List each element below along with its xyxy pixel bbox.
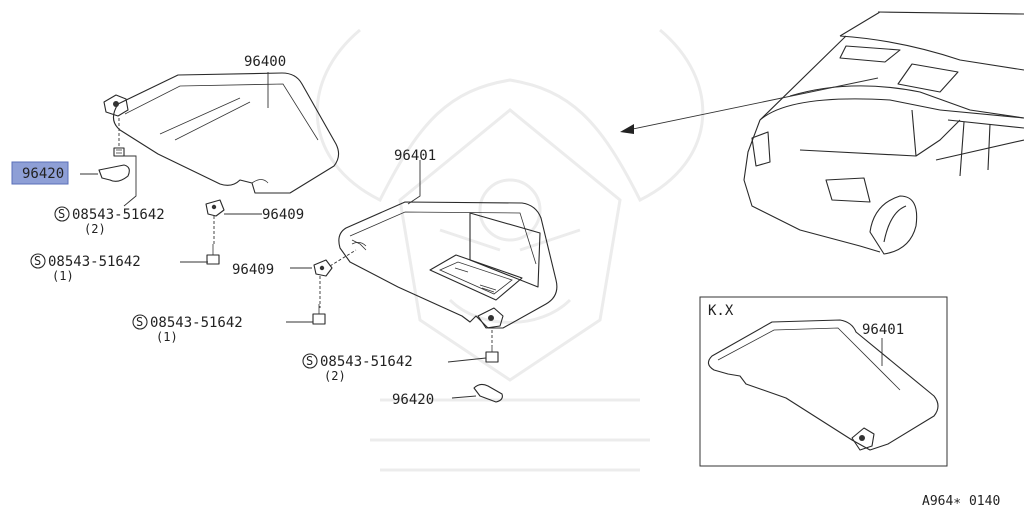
- screw-number: 08543-51642: [48, 254, 141, 270]
- screw-callout-4[interactable]: S 08543-51642 (2): [302, 353, 413, 383]
- screw-number: 08543-51642: [72, 207, 165, 223]
- screw-icon: [206, 244, 220, 265]
- part-96420-label-center[interactable]: 96420: [392, 392, 434, 408]
- locator-arrow: [627, 77, 879, 131]
- screw-symbol-icon: [54, 206, 70, 222]
- screw-symbol: S: [306, 354, 313, 368]
- figure-code: A964∗ 0140: [922, 494, 1000, 509]
- screw-qty: (1): [156, 330, 178, 344]
- part-96420-label-left[interactable]: 96420: [22, 166, 64, 182]
- part-96409-label-upper[interactable]: 96409: [262, 207, 304, 223]
- screw-symbol: S: [136, 315, 143, 329]
- inset-title: K.X: [708, 303, 734, 319]
- screw-callout-2[interactable]: S 08543-51642 (1): [30, 253, 141, 283]
- locator-arrowhead: [620, 124, 634, 134]
- screw-icon: [113, 147, 125, 157]
- part-96400-label[interactable]: 96400: [244, 54, 286, 70]
- inset-sun-visor-96401[interactable]: [707, 319, 939, 451]
- screw-symbol-icon: [302, 353, 318, 369]
- visor-holder-96409-upper[interactable]: [205, 199, 225, 217]
- sun-visor-96400[interactable]: [103, 72, 340, 194]
- screw-qty: (1): [52, 269, 74, 283]
- inset-part-96401-label[interactable]: 96401: [862, 322, 904, 338]
- screw-number: 08543-51642: [320, 354, 413, 370]
- sun-visor-96401[interactable]: [338, 201, 558, 329]
- vehicle-location-view: [743, 11, 1024, 255]
- screw-qty: (2): [84, 222, 106, 236]
- screw-icon: [485, 346, 499, 363]
- screw-symbol-icon: [132, 314, 148, 330]
- part-96409-label-lower[interactable]: 96409: [232, 262, 274, 278]
- screw-symbol-icon: [30, 253, 46, 269]
- inset-frame: [699, 296, 948, 467]
- visor-clip-96420-center[interactable]: [473, 383, 503, 403]
- watermark-emblem: [315, 28, 705, 472]
- part-96401-label[interactable]: 96401: [394, 148, 436, 164]
- screw-symbol: S: [34, 254, 41, 268]
- screw-callout-3[interactable]: S 08543-51642 (1): [132, 314, 243, 344]
- screw-symbol: S: [58, 207, 65, 221]
- screw-icon: [312, 304, 326, 325]
- screw-callout-1[interactable]: S 08543-51642 (2): [54, 206, 165, 236]
- part-96420-highlight: [11, 161, 69, 185]
- screw-number: 08543-51642: [150, 315, 243, 331]
- leader-lines: [80, 72, 883, 399]
- visor-holder-96409-lower[interactable]: [313, 259, 333, 277]
- screw-qty: (2): [324, 369, 346, 383]
- visor-clip-96420-left[interactable]: [98, 164, 130, 182]
